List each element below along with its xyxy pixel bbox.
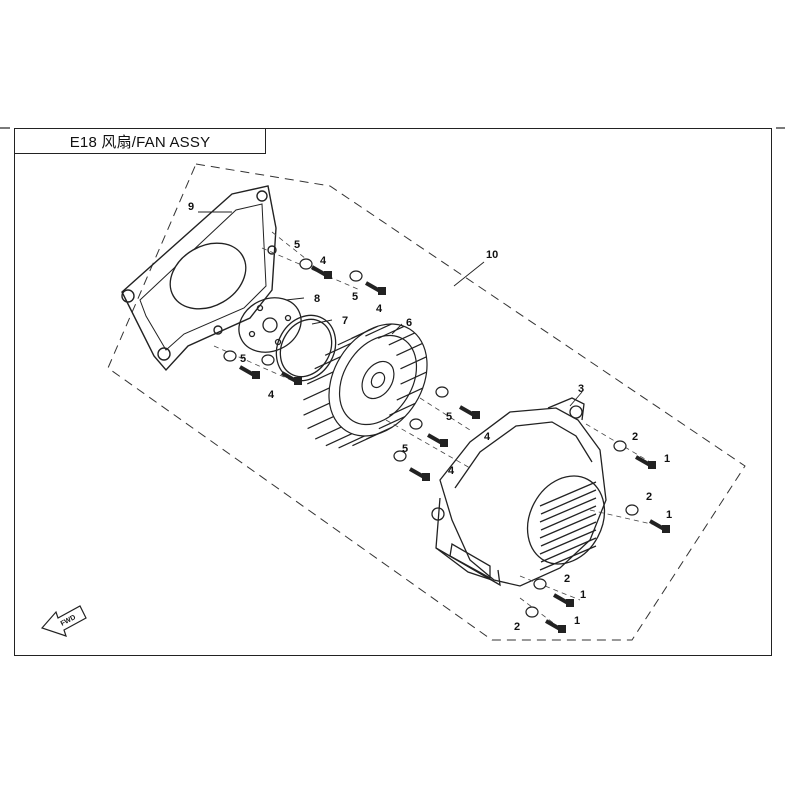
callout-labels: 9 10 5 4 5 4 8 7 6 5 4 3 5 4 5 4 2 1 2 1… — [188, 201, 672, 633]
bolt — [545, 619, 566, 633]
callout-5a: 5 — [294, 239, 300, 251]
callout-10: 10 — [486, 249, 498, 261]
bolt — [459, 405, 480, 419]
fan-blade — [352, 433, 379, 447]
washer — [299, 258, 313, 270]
leader-lines — [198, 211, 583, 407]
grille-slat — [539, 497, 597, 523]
drawing-frame — [14, 128, 772, 656]
title-box: E18 风扇/FAN ASSY — [14, 128, 266, 154]
washer — [435, 386, 449, 398]
grille-slat — [540, 537, 597, 563]
bolt — [365, 281, 386, 295]
callout-2d: 2 — [514, 621, 520, 633]
bolt — [311, 265, 332, 279]
washer — [533, 578, 547, 590]
callout-5b: 5 — [352, 291, 358, 303]
callout-1a: 1 — [664, 453, 670, 465]
bolt — [649, 519, 670, 533]
bolt — [553, 593, 574, 607]
fan-blade — [314, 356, 341, 370]
fan-blade — [303, 387, 330, 401]
grille-slat — [540, 489, 597, 515]
fan-blade — [400, 371, 427, 385]
grille-slat — [539, 513, 597, 539]
diagram-title: E18 风扇/FAN ASSY — [69, 133, 211, 151]
washer — [261, 354, 275, 366]
assembly-boundary — [107, 163, 746, 641]
callout-1c: 1 — [580, 589, 586, 601]
fan-cover-part-3 — [431, 397, 607, 587]
fan-blades — [303, 323, 427, 449]
callout-2b: 2 — [646, 491, 652, 503]
grille-slat — [539, 481, 597, 507]
callout-2c: 2 — [564, 573, 570, 585]
fan-blade — [314, 426, 342, 440]
callout-5d: 5 — [446, 411, 452, 423]
washer — [613, 440, 627, 452]
washer — [349, 270, 363, 282]
fan-blade — [306, 371, 334, 385]
grille-slat — [540, 505, 597, 531]
fan-blade — [400, 356, 427, 370]
callout-4a: 4 — [320, 255, 327, 267]
bolt — [281, 371, 302, 385]
washer — [223, 350, 237, 362]
callout-4d: 4 — [484, 431, 491, 443]
fan-blade — [338, 435, 365, 449]
bolt — [409, 467, 430, 481]
washer — [625, 504, 639, 516]
fan-blade — [378, 416, 406, 430]
callout-9: 9 — [188, 201, 194, 213]
callout-1b: 1 — [666, 509, 672, 521]
callout-2a: 2 — [632, 431, 638, 443]
fan-impeller-part-6 — [303, 323, 428, 449]
fan-blade — [396, 387, 424, 401]
bolt — [635, 455, 656, 469]
grille-slat — [539, 529, 597, 555]
grille-slat — [540, 521, 597, 547]
callout-7: 7 — [342, 315, 348, 327]
callout-4b: 4 — [376, 303, 383, 315]
fan-blade — [365, 323, 392, 337]
callout-5e: 5 — [402, 443, 408, 455]
fastener-group — [223, 258, 670, 633]
fan-blade — [351, 325, 378, 339]
washer — [525, 606, 539, 618]
alignment-lines — [213, 231, 661, 629]
callout-4c: 4 — [268, 389, 275, 401]
callout-5c: 5 — [240, 353, 246, 365]
fan-blade — [396, 342, 423, 356]
fan-blade — [307, 416, 334, 430]
fan-blade — [389, 402, 416, 416]
bolt — [239, 365, 260, 379]
callout-8: 8 — [314, 293, 320, 305]
callout-4e: 4 — [448, 465, 455, 477]
washer — [393, 450, 407, 462]
grille-slat — [539, 545, 597, 571]
bolt — [427, 433, 448, 447]
cover-grille — [539, 481, 597, 571]
callout-3: 3 — [578, 383, 584, 395]
fan-blade — [388, 332, 416, 346]
fan-blade — [303, 402, 330, 416]
fan-blade — [324, 342, 352, 356]
backplate-part-9 — [121, 185, 277, 372]
fwd-arrow-icon: FWD — [40, 605, 87, 637]
fan-blade — [377, 325, 405, 339]
callout-1d: 1 — [574, 615, 580, 627]
washer — [409, 418, 423, 430]
fan-blade — [325, 433, 353, 447]
callout-6: 6 — [406, 317, 412, 329]
